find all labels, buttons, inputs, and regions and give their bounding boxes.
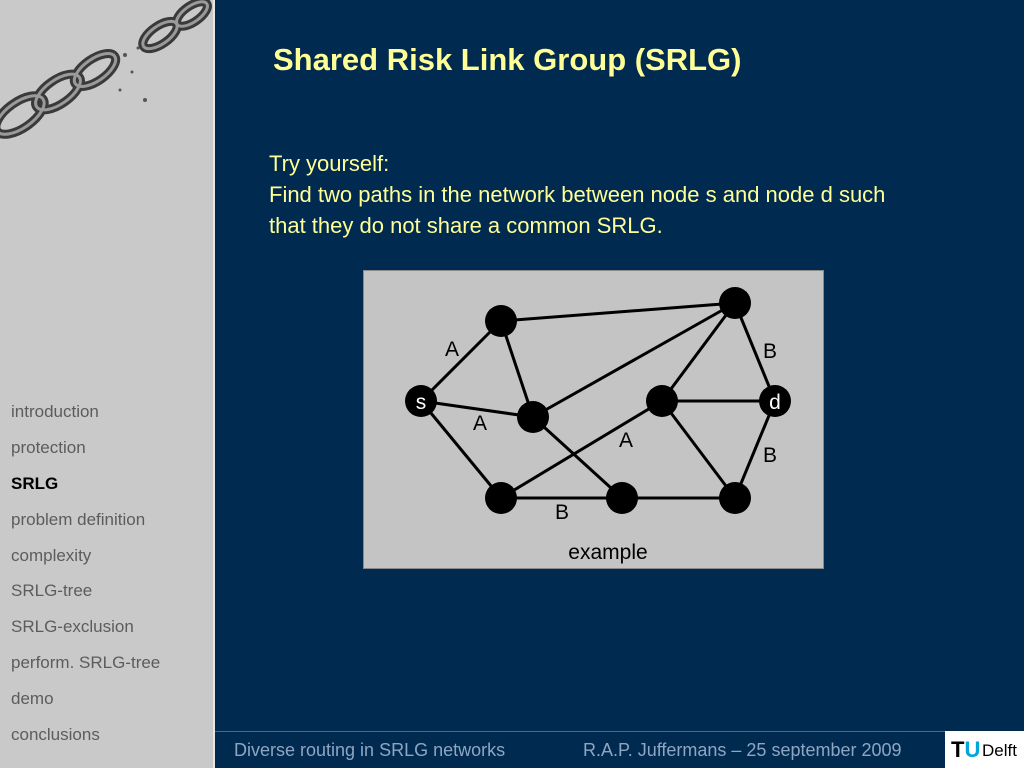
nav-item-complexity[interactable]: complexity xyxy=(11,545,92,565)
edge xyxy=(419,400,503,499)
node xyxy=(485,482,517,514)
node xyxy=(646,385,678,417)
node-s-label: s xyxy=(416,391,427,414)
srlg-label: A xyxy=(473,412,487,435)
slide-body: Try yourself: Find two paths in the netw… xyxy=(269,148,1004,241)
footer-author: R.A.P. Juffermans – 25 september 2009 xyxy=(583,740,902,760)
nav-item-perform-srlg-tree[interactable]: perform. SRLG-tree xyxy=(11,653,161,673)
edge xyxy=(660,302,737,402)
logo-delft: Delft xyxy=(982,741,1017,760)
tu-delft-logo: TU Delft xyxy=(945,731,1024,768)
nav-item-problem-definition[interactable]: problem definition xyxy=(11,509,146,529)
node-d xyxy=(759,385,791,417)
srlg-label: B xyxy=(763,340,777,363)
srlg-label: B xyxy=(555,501,569,524)
nav-menu: introduction protection SRLG problem def… xyxy=(11,400,160,759)
srlg-label: A xyxy=(619,429,633,452)
logo-tu: TU xyxy=(951,737,981,762)
edge xyxy=(500,399,663,500)
edge xyxy=(733,400,777,499)
srlg-label: A xyxy=(445,338,459,361)
figure-caption: example xyxy=(568,541,647,564)
task-text-line-2: that they do not share a common SRLG. xyxy=(269,213,663,238)
task-text-line-1: Find two paths in the network between no… xyxy=(269,182,886,207)
node xyxy=(606,482,638,514)
srlg-label: B xyxy=(763,444,777,467)
node xyxy=(719,482,751,514)
footer: Diverse routing in SRLG networks R.A.P. … xyxy=(234,740,902,761)
edge xyxy=(499,320,535,418)
nav-item-demo[interactable]: demo xyxy=(11,689,54,709)
edge xyxy=(660,400,737,499)
footer-title: Diverse routing in SRLG networks xyxy=(234,740,506,760)
footer-divider xyxy=(215,731,945,732)
node xyxy=(485,305,517,337)
intro-text: Try yourself: xyxy=(269,151,390,176)
sidebar-divider xyxy=(213,0,215,768)
nav-item-srlg[interactable]: SRLG xyxy=(11,473,59,493)
node xyxy=(719,287,751,319)
nav-item-protection[interactable]: protection xyxy=(11,437,86,457)
edge xyxy=(532,301,736,419)
node-s xyxy=(405,385,437,417)
edge xyxy=(419,319,503,403)
network-diagram: s d A A A B B B example xyxy=(363,270,824,569)
node xyxy=(517,401,549,433)
nav-item-srlg-tree[interactable]: SRLG-tree xyxy=(11,581,93,601)
node-d-label: d xyxy=(769,391,781,414)
edge xyxy=(531,415,624,500)
edge xyxy=(420,399,534,419)
sidebar: introduction protection SRLG problem def… xyxy=(0,0,213,768)
edge xyxy=(500,301,736,323)
nav-item-srlg-exclusion[interactable]: SRLG-exclusion xyxy=(11,617,134,637)
nav-item-introduction[interactable]: introduction xyxy=(11,402,99,421)
slide-title: Shared Risk Link Group (SRLG) xyxy=(273,42,742,77)
edge xyxy=(733,302,777,402)
broken-chain-icon xyxy=(0,0,212,139)
nav-item-conclusions[interactable]: conclusions xyxy=(11,725,100,745)
